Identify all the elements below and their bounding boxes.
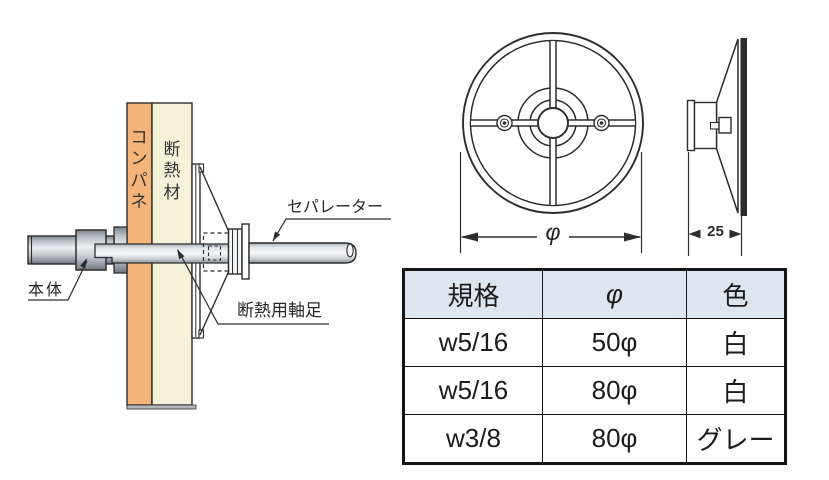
cone-hub [227, 228, 243, 275]
depth-dimension [687, 152, 743, 256]
table-row: w5/16 80φ 白 [403, 366, 786, 415]
hub-nut [718, 116, 732, 134]
body-leader [28, 260, 88, 301]
cell-color: グレー [686, 414, 786, 464]
separator-rod-tip [346, 243, 354, 258]
separator-leader [272, 218, 391, 242]
side-view [686, 38, 747, 256]
diameter-dimension-label: φ [545, 219, 561, 245]
cell-spec: w5/16 [403, 366, 543, 415]
cone-collar [241, 223, 250, 280]
header-spec: 規格 [403, 269, 543, 319]
cone-lower-edge [199, 271, 230, 336]
cell-diameter: 80φ [542, 366, 687, 415]
separator-rod [248, 242, 357, 264]
right-grommet [593, 114, 610, 132]
axle-label: 断熱用軸足 [237, 301, 322, 320]
cone-face-plate [740, 38, 747, 216]
cell-color: 白 [686, 366, 786, 415]
leader-lines [28, 218, 391, 325]
table-row: w5/16 50φ 白 [403, 318, 786, 367]
cell-color: 白 [686, 318, 786, 367]
hub-cap [686, 99, 696, 152]
diameter-dimension [459, 152, 643, 253]
body-leader-arrow [80, 258, 87, 269]
spec-table: 規格 φ 色 w5/16 50φ 白 w5/16 80φ 白 w3/8 80φ … [402, 268, 787, 465]
header-color: 色 [686, 269, 786, 319]
depth-dimension-label: 25 [707, 223, 724, 240]
center-hole [537, 107, 569, 139]
panel-bottom-edge [126, 404, 197, 410]
header-diameter: φ [542, 269, 687, 319]
axle-leader-arrow [177, 249, 185, 260]
plywood-panel-label: コンパネ [130, 128, 148, 212]
axle-leader [177, 249, 329, 325]
spec-table-header-row: 規格 φ 色 [403, 269, 786, 319]
body-label: 本体 [28, 282, 65, 299]
cone-upper-edge [199, 166, 230, 232]
table-row: w3/8 80φ グレー [403, 414, 786, 464]
left-grommet [496, 114, 513, 132]
cell-diameter: 50φ [542, 318, 687, 367]
front-view [459, 32, 644, 253]
cell-spec: w5/16 [403, 318, 543, 367]
separator-leader-arrow [272, 231, 281, 242]
axle-rod [94, 243, 250, 264]
cell-diameter: 80φ [542, 414, 687, 464]
cross-section-view [27, 102, 391, 410]
cell-spec: w3/8 [403, 414, 543, 464]
separator-label: セパレーター [287, 199, 384, 216]
insulation-panel-label: 断熱材 [163, 140, 181, 202]
